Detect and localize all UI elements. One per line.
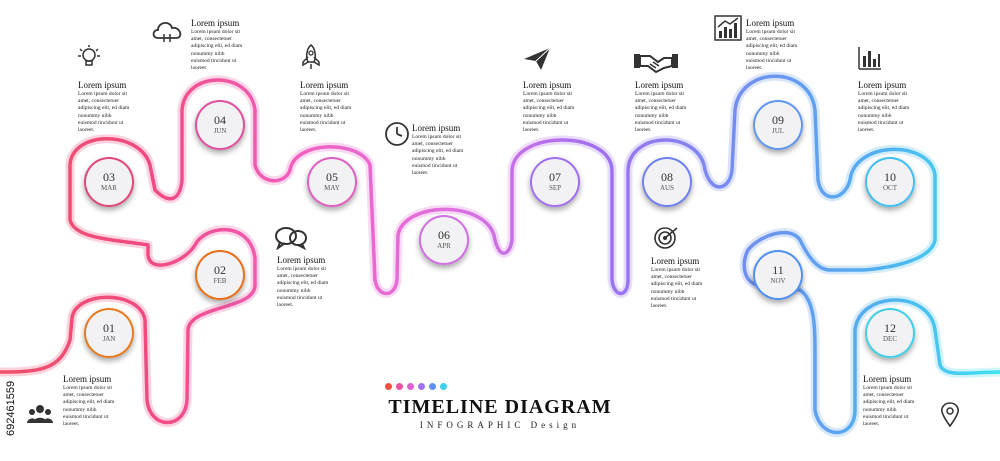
milestone-description: Lorem ipsum dolor sit amet, consectetuer…	[746, 29, 798, 72]
milestone-description: Lorem ipsum dolor sit amet, consectetuer…	[412, 134, 464, 177]
milestone-number: 07	[549, 170, 561, 184]
milestone-heading: Lorem ipsum	[863, 374, 912, 384]
milestone-month: NOV	[770, 277, 786, 285]
milestone-number: 11	[772, 263, 784, 277]
milestone-node-04: 04 JUN	[195, 100, 245, 150]
milestone-heading: Lorem ipsum	[63, 374, 112, 384]
milestone-description: Lorem ipsum dolor sit amet, consectetuer…	[635, 91, 687, 134]
milestone-node-07: 07 SEP	[530, 157, 580, 207]
milestone-month: MAR	[101, 184, 117, 192]
milestone-heading: Lorem ipsum	[523, 80, 572, 90]
color-dots	[385, 383, 447, 390]
users-icon	[27, 405, 53, 423]
milestone-text-12: Lorem ipsum Lorem ipsum dolor sit amet, …	[863, 374, 961, 428]
color-dot	[385, 383, 392, 390]
milestone-text-01: Lorem ipsum Lorem ipsum dolor sit amet, …	[63, 374, 161, 428]
milestone-number: 05	[326, 170, 338, 184]
chat-bubbles-icon	[275, 227, 307, 250]
milestone-number: 01	[103, 321, 115, 335]
milestone-text-11: Lorem ipsum Lorem ipsum dolor sit amet, …	[651, 256, 749, 310]
milestone-node-01: 01 JAN	[84, 308, 134, 358]
milestone-description: Lorem ipsum dolor sit amet, consectetuer…	[651, 267, 703, 310]
milestone-description: Lorem ipsum dolor sit amet, consectetuer…	[63, 385, 115, 428]
milestone-number: 12	[884, 321, 896, 335]
color-dot	[407, 383, 414, 390]
diagram-title: TIMELINE DIAGRAM	[388, 396, 612, 418]
milestone-node-09: 09 JUL	[753, 100, 803, 150]
milestone-heading: Lorem ipsum	[746, 18, 795, 28]
milestone-month: JUL	[771, 127, 785, 135]
milestone-number: 09	[772, 113, 784, 127]
milestone-heading: Lorem ipsum	[412, 123, 461, 133]
milestone-node-03: 03 MAR	[84, 157, 134, 207]
rocket-icon	[302, 44, 320, 69]
stock-id-label: 692461559	[5, 381, 17, 436]
milestone-description: Lorem ipsum dolor sit amet, consectetuer…	[277, 266, 329, 309]
milestone-description: Lorem ipsum dolor sit amet, consectetuer…	[863, 385, 915, 428]
milestone-heading: Lorem ipsum	[858, 80, 907, 90]
milestone-node-08: 08 AUS	[642, 157, 692, 207]
milestone-heading: Lorem ipsum	[651, 256, 700, 266]
milestone-text-02: Lorem ipsum Lorem ipsum dolor sit amet, …	[277, 255, 375, 309]
milestone-number: 06	[438, 228, 450, 242]
location-pin-icon	[941, 402, 959, 428]
milestone-description: Lorem ipsum dolor sit amet, consectetuer…	[858, 91, 910, 134]
milestone-month: JUN	[213, 127, 227, 135]
milestone-heading: Lorem ipsum	[635, 80, 684, 90]
cloud-icon	[152, 22, 182, 42]
milestone-month: AUS	[659, 184, 674, 192]
milestone-description: Lorem ipsum dolor sit amet, consectetuer…	[523, 91, 575, 134]
milestone-heading: Lorem ipsum	[78, 80, 127, 90]
color-dot	[418, 383, 425, 390]
stock-id-text: 692461559	[5, 381, 17, 436]
growth-chart-icon	[714, 15, 742, 41]
milestone-description: Lorem ipsum dolor sit amet, consectetuer…	[78, 91, 130, 134]
diagram-subtitle: INFOGRAPHIC Design	[419, 420, 581, 430]
milestone-month: APR	[437, 242, 451, 250]
milestone-number: 03	[103, 170, 115, 184]
milestone-description: Lorem ipsum dolor sit amet, consectetuer…	[300, 91, 352, 134]
color-dot	[396, 383, 403, 390]
milestone-node-02: 02 FEB	[195, 250, 245, 300]
milestone-node-12: 12 DEC	[865, 308, 915, 358]
milestone-month: FEB	[213, 277, 227, 285]
milestone-month: SEP	[548, 184, 562, 192]
milestone-number: 08	[661, 170, 673, 184]
milestone-node-11: 11 NOV	[753, 250, 803, 300]
milestone-month: JAN	[102, 335, 116, 343]
milestone-text-03: Lorem ipsum Lorem ipsum dolor sit amet, …	[78, 80, 176, 134]
milestone-text-06: Lorem ipsum Lorem ipsum dolor sit amet, …	[412, 123, 510, 177]
bar-chart-icon	[858, 47, 881, 70]
milestone-number: 02	[214, 263, 226, 277]
milestone-heading: Lorem ipsum	[300, 80, 349, 90]
milestone-month: MAY	[324, 184, 340, 192]
milestone-text-08: Lorem ipsum Lorem ipsum dolor sit amet, …	[635, 80, 733, 134]
milestone-node-10: 10 OCT	[865, 157, 915, 207]
milestone-text-10: Lorem ipsum Lorem ipsum dolor sit amet, …	[858, 80, 956, 134]
milestone-text-07: Lorem ipsum Lorem ipsum dolor sit amet, …	[523, 80, 621, 134]
color-dot	[429, 383, 436, 390]
color-dot	[440, 383, 447, 390]
milestone-text-09: Lorem ipsum Lorem ipsum dolor sit amet, …	[746, 18, 844, 72]
milestone-text-04: Lorem ipsum Lorem ipsum dolor sit amet, …	[191, 18, 289, 72]
handshake-icon	[634, 54, 678, 74]
clock-icon	[385, 122, 409, 146]
milestone-month: DEC	[883, 335, 897, 343]
milestone-node-05: 05 MAY	[307, 157, 357, 207]
target-icon	[654, 227, 678, 249]
milestone-number: 10	[884, 170, 896, 184]
milestone-heading: Lorem ipsum	[191, 18, 240, 28]
milestone-text-05: Lorem ipsum Lorem ipsum dolor sit amet, …	[300, 80, 398, 134]
milestone-month: OCT	[883, 184, 897, 192]
milestone-number: 04	[214, 113, 226, 127]
milestone-description: Lorem ipsum dolor sit amet, consectetuer…	[191, 29, 243, 72]
milestone-node-06: 06 APR	[419, 215, 469, 265]
lightbulb-icon	[78, 45, 100, 66]
milestone-heading: Lorem ipsum	[277, 255, 326, 265]
paper-plane-icon	[524, 47, 551, 70]
